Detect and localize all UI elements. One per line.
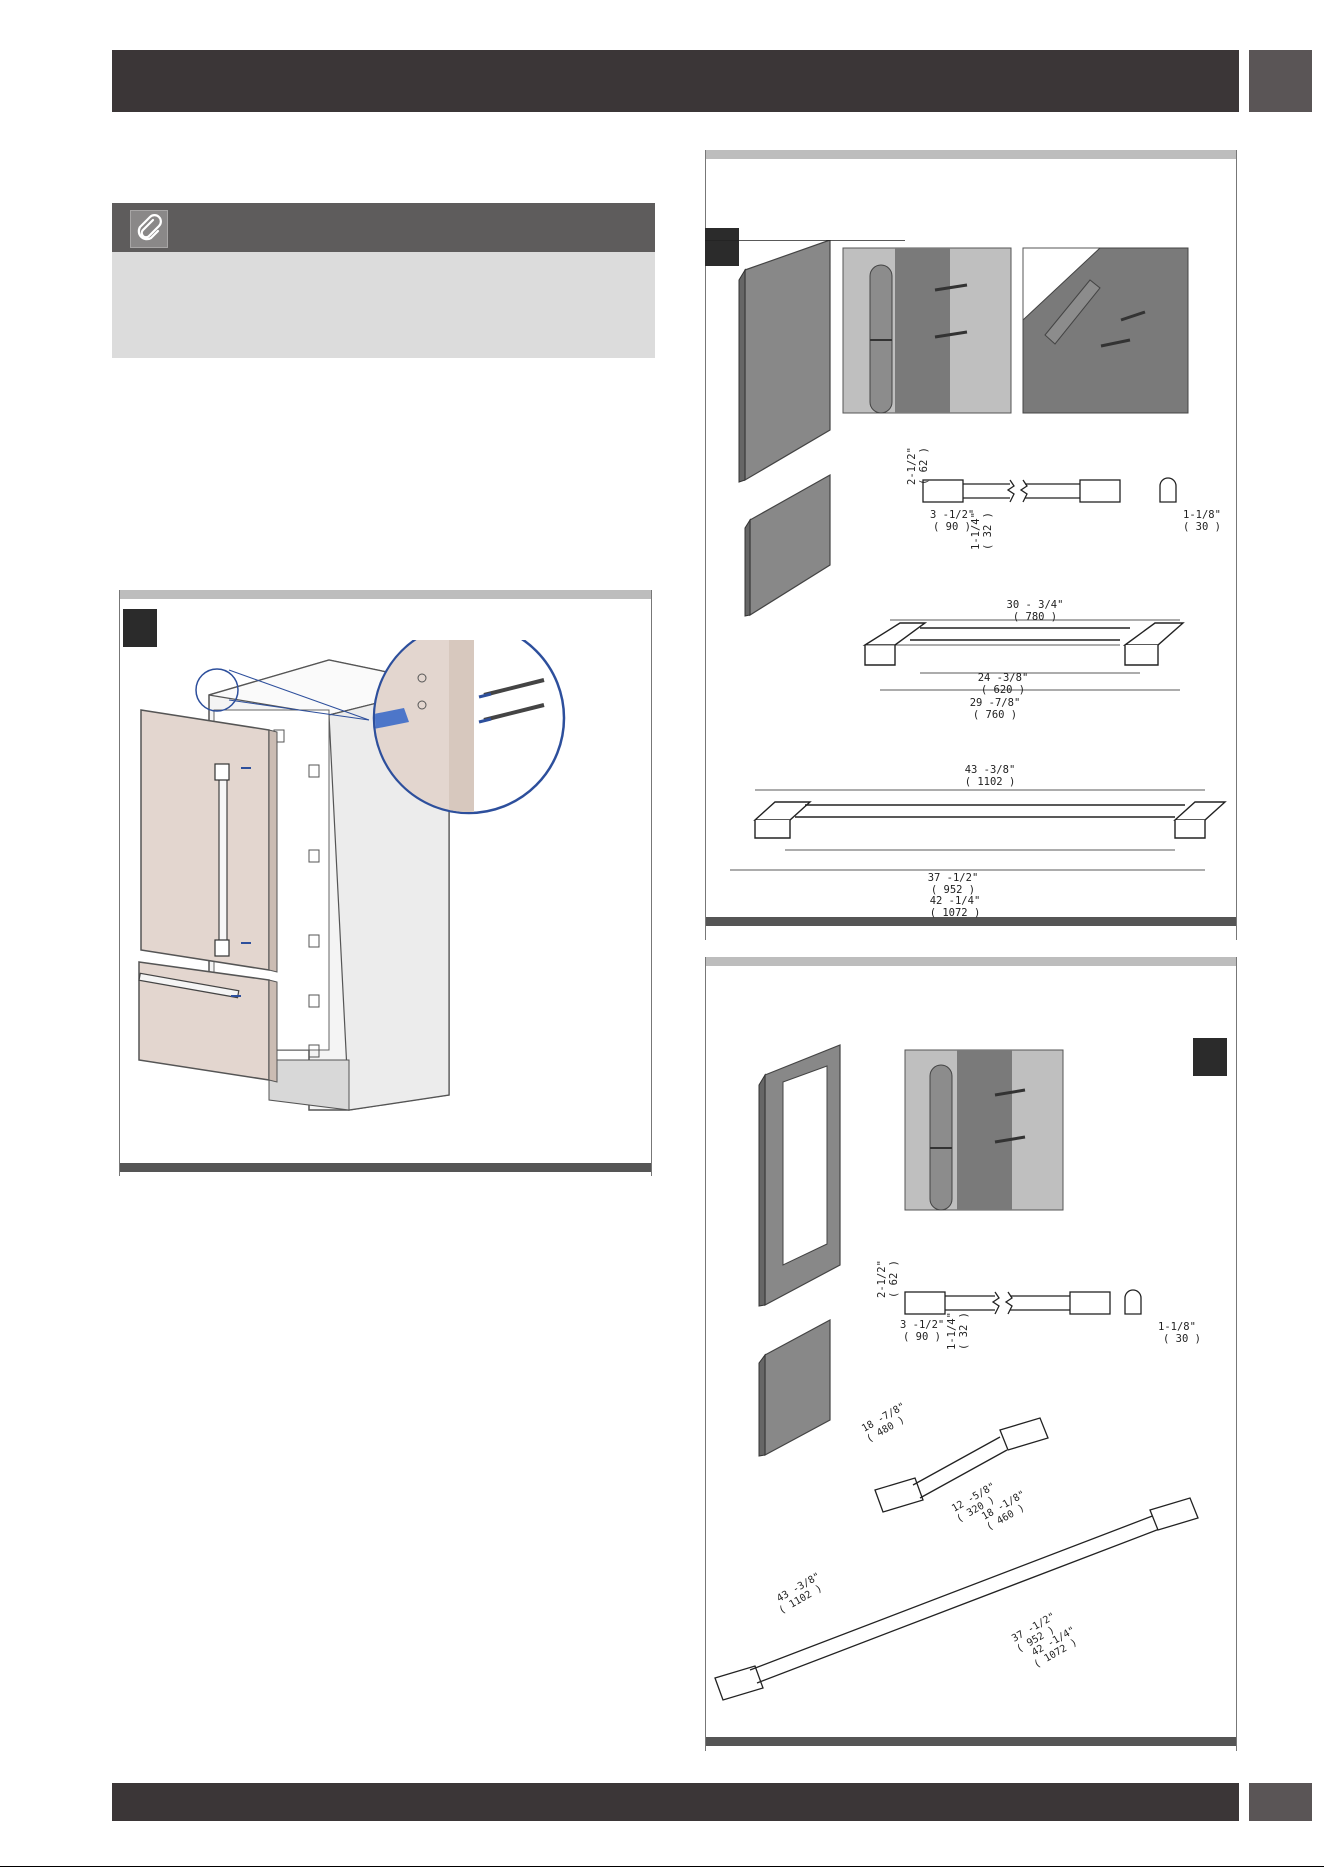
dim-label: ( 952 ) [931, 884, 975, 896]
panel-top-rule [706, 150, 1236, 159]
handle-kit-illustration-a: 3 -1/2" ( 90 ) 2-1/2" ( 62 ) 1-1/4" ( 32… [705, 240, 1227, 919]
dim-label: ( 62 ) [918, 447, 930, 485]
footer-page-tab [1249, 1783, 1312, 1821]
step-badge [123, 609, 157, 647]
dim-label: 3 -1/2" [930, 509, 974, 521]
dim-label: ( 90 ) [903, 1331, 941, 1343]
paperclip-icon [130, 210, 168, 248]
footer-bar [112, 1783, 1239, 1821]
dim-label: ( 90 ) [933, 521, 971, 533]
dim-label: ( 32 ) [982, 512, 994, 550]
magnifier-detail [372, 640, 566, 815]
panel-bottom-rule [706, 917, 1236, 926]
dim-label: ( 780 ) [1013, 611, 1057, 623]
dim-label: ( 30 ) [1163, 1333, 1201, 1345]
dim-label: 2-1/2" [906, 447, 918, 485]
step-badge [705, 228, 739, 266]
page-edge-rule [0, 1866, 1324, 1867]
dim-label: ( 760 ) [973, 709, 1017, 721]
dim-label: ( 30 ) [1183, 521, 1221, 533]
dim-label: 42 -1/4" [930, 895, 981, 907]
panel-bottom-rule [706, 1737, 1236, 1746]
dim-label: 1-1/8" [1183, 509, 1221, 521]
panel-top-rule [120, 590, 651, 599]
header-bar [112, 50, 1239, 112]
dim-label: 24 -3/8" [978, 672, 1029, 684]
header-page-tab [1249, 50, 1312, 112]
dim-label: 30 - 3/4" [1007, 599, 1064, 611]
figure-panel-left [119, 590, 652, 1176]
handle-kit-illustration-b: 3 -1/2" ( 90 ) 2-1/2" ( 62 ) 1-1/4" ( 32… [714, 1044, 1201, 1701]
dim-label: 43 -3/8" [965, 764, 1016, 776]
dim-label: ( 1072 ) [930, 907, 981, 919]
dim-label: ( 1102 ) [965, 776, 1016, 788]
dim-label: 1-1/4" [970, 512, 982, 550]
note-header [112, 203, 655, 252]
dim-label: 37 -1/2" [928, 872, 979, 884]
dim-label: ( 620 ) [981, 684, 1025, 696]
dim-label: ( 32 ) [958, 1312, 970, 1350]
dim-label: 2-1/2" [876, 1260, 888, 1298]
figure-panel-right-top [705, 150, 1237, 940]
dim-label: ( 62 ) [888, 1260, 900, 1298]
figure-panel-right-bottom [705, 957, 1237, 1751]
fridge-illustration [138, 640, 566, 1111]
panel-top-rule [706, 957, 1236, 966]
step-badge [1193, 1038, 1227, 1076]
dim-label: 3 -1/2" [900, 1319, 944, 1331]
dim-label: 29 -7/8" [970, 697, 1021, 709]
panel-bottom-rule [120, 1163, 651, 1172]
dim-label: 1-1/4" [946, 1312, 958, 1350]
dim-label: 1-1/8" [1158, 1321, 1196, 1333]
